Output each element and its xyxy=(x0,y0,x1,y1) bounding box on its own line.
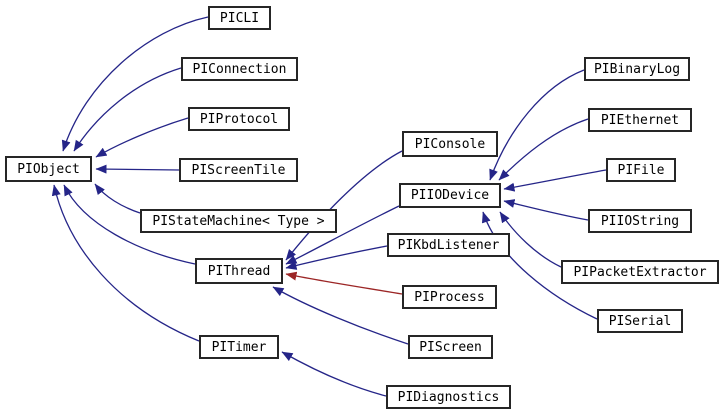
class-node-piprocess[interactable]: PIProcess xyxy=(402,285,497,309)
class-node-pifile[interactable]: PIFile xyxy=(606,158,676,182)
class-node-label: PITimer xyxy=(211,339,267,355)
edge-piscreentile-to-piobject xyxy=(95,164,180,174)
class-node-label: PIScreen xyxy=(419,339,482,355)
class-node-piscreentile[interactable]: PIScreenTile xyxy=(179,158,298,182)
class-node-label: PIPacketExtractor xyxy=(573,264,707,280)
class-node-pithread[interactable]: PIThread xyxy=(195,258,283,284)
edge-pidiagnostics-to-pitimer xyxy=(281,351,387,397)
edge-piethernet-to-piiodevice xyxy=(498,118,589,181)
class-node-pitimer[interactable]: PITimer xyxy=(199,335,279,359)
class-node-label: PIFile xyxy=(617,162,665,178)
edge-pithread-to-piobject xyxy=(63,184,196,265)
class-node-piserial[interactable]: PISerial xyxy=(597,309,683,333)
class-node-piiodevice[interactable]: PIIODevice xyxy=(399,183,501,208)
class-node-label: PIIODevice xyxy=(410,188,490,203)
class-node-pipacketextractor[interactable]: PIPacketExtractor xyxy=(561,260,719,284)
edge-pipacketextractor-to-piiodevice xyxy=(499,211,562,268)
class-node-label: PIConnection xyxy=(192,61,287,77)
class-node-label: PIBinaryLog xyxy=(593,61,681,77)
class-node-label: PIScreenTile xyxy=(191,162,286,178)
edge-pitimer-to-piobject xyxy=(51,184,200,342)
class-node-label: PIEthernet xyxy=(600,112,680,128)
class-node-piiostring[interactable]: PIIOString xyxy=(588,209,692,233)
class-node-piethernet[interactable]: PIEthernet xyxy=(588,108,692,132)
class-node-label: PIStateMachine< Type > xyxy=(152,213,325,229)
edge-piconsole-to-pithread xyxy=(285,150,403,261)
edge-pifile-to-piiodevice xyxy=(503,169,607,192)
edge-picli-to-piobject xyxy=(61,16,209,152)
class-node-label: PIConsole xyxy=(414,136,486,152)
class-node-label: PIThread xyxy=(207,263,271,279)
class-node-pidiagnostics[interactable]: PIDiagnostics xyxy=(386,385,511,409)
edge-piiostring-to-piiodevice xyxy=(503,199,589,221)
edge-piprocess-to-pithread xyxy=(285,271,403,295)
edge-piscreen-to-pithread xyxy=(272,286,409,345)
edge-piserial-to-piiodevice xyxy=(481,211,598,320)
class-node-piconsole[interactable]: PIConsole xyxy=(402,131,498,157)
edge-pibinarylog-to-piiodevice xyxy=(489,69,585,181)
class-node-pikbdlistener[interactable]: PIKbdListener xyxy=(387,233,510,257)
class-node-label: PICLI xyxy=(219,10,260,26)
class-node-piprotocol[interactable]: PIProtocol xyxy=(188,107,290,131)
edge-piprotocol-to-piobject xyxy=(95,117,189,158)
edge-piiodevice-to-pithread xyxy=(285,205,400,265)
class-node-label: PIKbdListener xyxy=(397,237,500,253)
class-node-label: PIProcess xyxy=(414,289,485,305)
class-node-piscreen[interactable]: PIScreen xyxy=(408,335,493,359)
edge-pistatemachine-to-piobject xyxy=(94,183,141,214)
class-node-label: PISerial xyxy=(608,313,672,329)
class-node-picli[interactable]: PICLI xyxy=(208,6,271,30)
class-node-piconnection[interactable]: PIConnection xyxy=(181,57,298,81)
edge-piconnection-to-piobject xyxy=(73,67,182,152)
class-node-piobject[interactable]: PIObject xyxy=(5,156,92,182)
class-node-label: PIObject xyxy=(17,161,80,177)
class-node-label: PIIOString xyxy=(600,213,680,229)
class-node-pistatemachine[interactable]: PIStateMachine< Type > xyxy=(140,209,337,233)
class-node-pibinarylog[interactable]: PIBinaryLog xyxy=(584,57,690,81)
edge-pikbdlistener-to-pithread xyxy=(285,245,388,270)
class-node-label: PIProtocol xyxy=(199,111,279,127)
class-node-label: PIDiagnostics xyxy=(397,389,500,405)
